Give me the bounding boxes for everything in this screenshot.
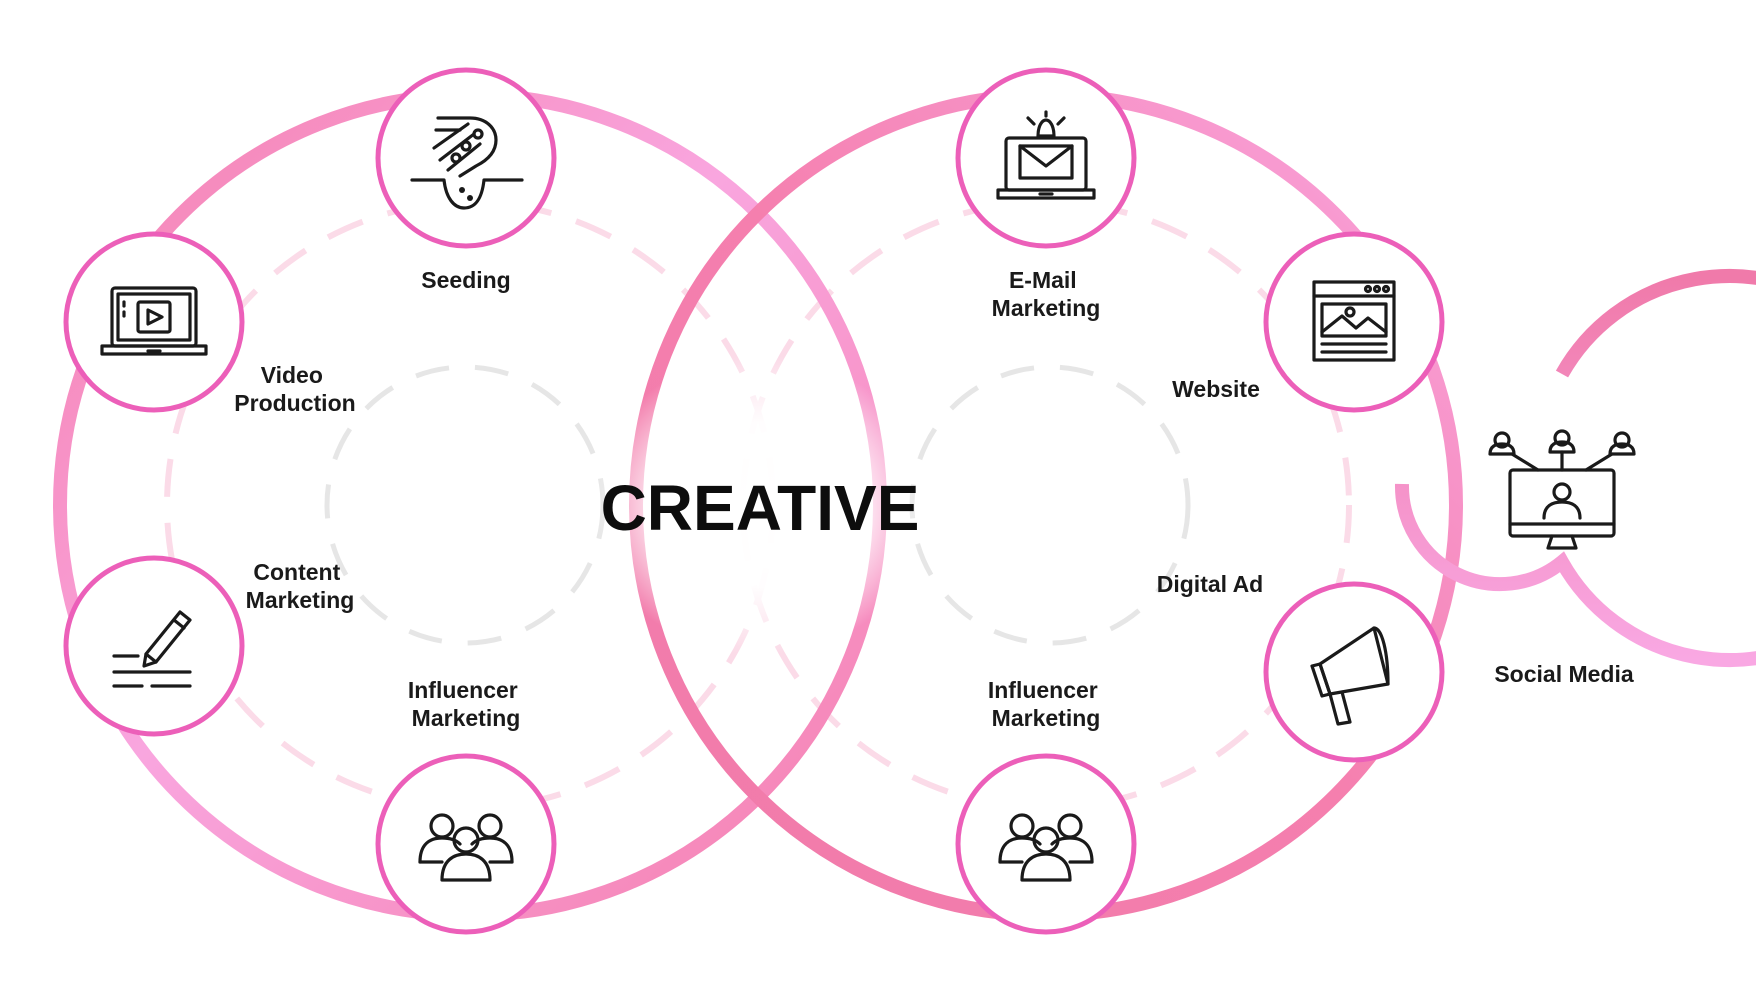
megaphone-icon (1310, 626, 1390, 726)
people-group-icon (418, 813, 514, 882)
social-media-arc (1394, 269, 1756, 667)
label-digital-ad: Digital Ad (1157, 571, 1263, 597)
people-group-icon (998, 813, 1094, 882)
laptop-email-icon (996, 110, 1096, 200)
label-website: Website (1172, 376, 1260, 402)
label-influencer-right: Influencer Marketing (988, 677, 1104, 731)
label-video-production: Video Production (234, 362, 355, 416)
center-fade (590, 355, 930, 655)
laptop-video-icon (100, 286, 208, 356)
label-content-marketing: Content Marketing (246, 559, 355, 613)
left-inner-ring (324, 364, 606, 646)
node-email-marketing[interactable] (955, 67, 1137, 249)
nodes (63, 67, 1445, 935)
node-influencer-left[interactable] (375, 753, 557, 935)
node-digital-ad[interactable] (1263, 581, 1445, 763)
label-email-marketing: E-Mail Marketing (992, 267, 1101, 321)
node-influencer-right[interactable] (955, 753, 1137, 935)
node-seeding[interactable] (375, 67, 557, 249)
pen-writing-icon (112, 610, 192, 688)
node-website[interactable] (1263, 231, 1445, 413)
hand-seed-icon (410, 116, 524, 210)
browser-image-icon (1312, 280, 1396, 362)
label-influencer-left: Influencer Marketing (408, 677, 524, 731)
labels: Seeding Video Production Content Marketi… (234, 267, 1634, 731)
center-title: CREATIVE (601, 472, 920, 544)
right-inner-ring (909, 364, 1191, 646)
label-social-media: Social Media (1494, 661, 1634, 687)
label-seeding: Seeding (421, 267, 510, 293)
network-monitor-icon (1488, 429, 1636, 550)
